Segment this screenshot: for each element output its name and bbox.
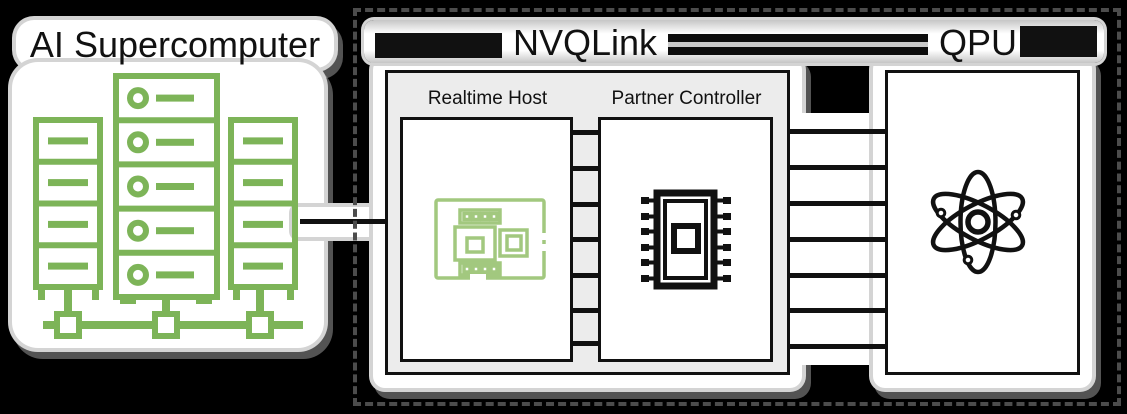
- server-rack-cluster-icon: [33, 73, 303, 339]
- qpu-box: [885, 70, 1080, 375]
- ai-supercomputer-title-sticker: [16, 20, 334, 68]
- nvqlink-qpu-link-line: [788, 344, 888, 349]
- partner-controller-box: [598, 117, 773, 362]
- partner-controller-label: Partner Controller: [611, 88, 762, 109]
- link-bar-middle: [668, 34, 928, 55]
- nvqlink-qpu-link-line: [788, 165, 888, 170]
- nvqlink-qpu-link-line: [788, 308, 888, 313]
- host-controller-link-line: [570, 308, 601, 313]
- qpu-title: QPU: [938, 22, 1017, 63]
- supercomputer-to-nvqlink-line: [300, 219, 388, 224]
- chip-icon: [641, 189, 731, 290]
- host-controller-link-line: [570, 341, 601, 346]
- host-controller-link-line: [570, 202, 601, 207]
- host-controller-link-line: [570, 130, 601, 135]
- host-controller-link-line: [570, 166, 601, 171]
- ai-supercomputer-title: AI Supercomputer: [29, 24, 321, 65]
- host-controller-link-line: [570, 273, 601, 278]
- host-controller-link-line: [570, 237, 601, 242]
- nvqlink-qpu-link-line: [788, 273, 888, 278]
- link-bar-right: [1020, 26, 1097, 57]
- circuit-board-icon: [434, 198, 547, 281]
- atom-icon: [930, 169, 1026, 275]
- link-bar-left: [375, 33, 502, 58]
- nvqlink-qpu-link-line: [788, 237, 888, 242]
- realtime-host-label: Realtime Host: [427, 88, 548, 109]
- nvqlink-qpu-link-line: [788, 129, 888, 134]
- nvqlink-title: NVQLink: [512, 22, 658, 63]
- nvqlink-qpu-link-line: [788, 201, 888, 206]
